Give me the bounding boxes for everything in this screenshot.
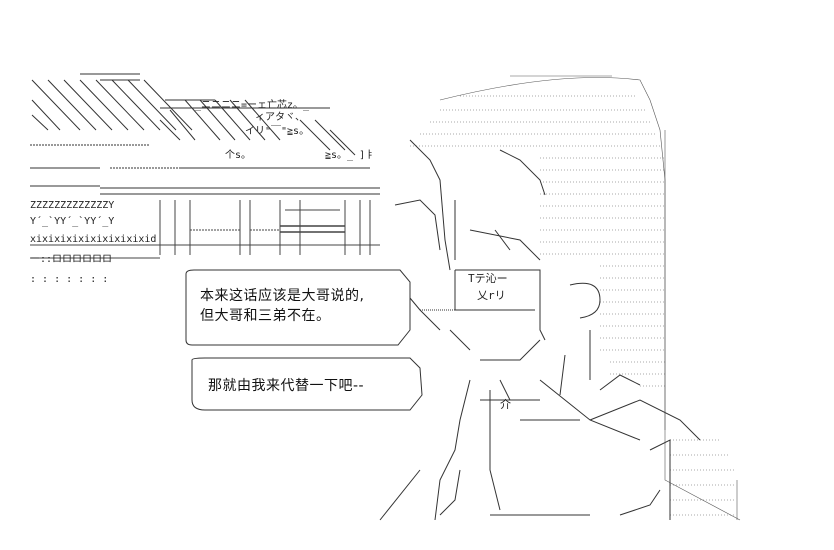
kai-glyph: 介 xyxy=(500,398,511,411)
roof-text-4: 个s。 xyxy=(225,150,252,161)
speech-bubble-1 xyxy=(185,269,411,346)
bubble-2-line-1: 那就由我来代替一下吧-- xyxy=(208,378,365,394)
sign-text-2: 乂rリ xyxy=(477,289,506,302)
sign-text: Tテ沁ー xyxy=(468,272,508,285)
wall-row-z: ZZZZZZZZZZZZZY xyxy=(30,200,115,211)
building-wall xyxy=(30,200,380,259)
wall-row-x: xixixixixixixixixixid xyxy=(30,234,157,245)
roof-text-3: イリ"￣"≧s。 xyxy=(245,126,310,137)
wall-row-ha: ー::ロロロロロロ xyxy=(30,254,113,265)
ground-dots: : : : : : : : xyxy=(30,274,109,285)
roof-text-2: ィアタヾ、 xyxy=(255,112,305,123)
character-figure xyxy=(379,139,701,521)
bubble-1-line-1: 本来这话应该是大哥说的, xyxy=(200,288,365,304)
roof-hatching xyxy=(31,79,356,156)
roof-text-5: ≧s。_ ]ㅑ xyxy=(325,150,375,161)
roof-text-1: _ニニニニ=ーェ亡芯z。_ xyxy=(195,100,310,111)
hill-texture xyxy=(410,75,741,521)
wall-row-y: Y´_`YY´_`YY´_Y xyxy=(30,216,115,227)
sign-box xyxy=(420,270,535,311)
speech-bubble-2 xyxy=(191,357,423,411)
bubble-1-line-2: 但大哥和三弟不在。 xyxy=(200,308,331,324)
roof-lines xyxy=(30,73,380,195)
